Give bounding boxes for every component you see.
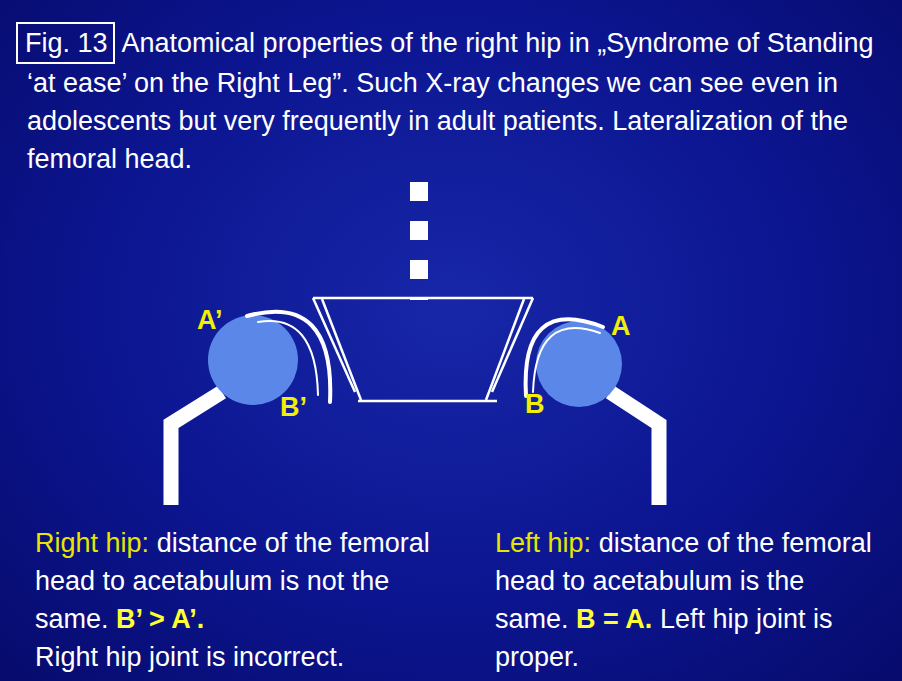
figure-heading: Fig. 13Anatomical properties of the righ… — [27, 22, 893, 178]
point-label: B’ — [280, 392, 307, 422]
description-part: Left hip: — [495, 528, 591, 558]
description-part: Right hip: — [35, 528, 149, 558]
femur — [171, 392, 659, 505]
description-part: B = A. — [576, 604, 652, 634]
description-part: Right hip joint is incorrect. — [35, 638, 437, 676]
title: Anatomical properties of the right hip i… — [27, 28, 873, 174]
midline — [410, 182, 428, 300]
description-text: Right hip:distance of the femoral head t… — [35, 524, 445, 676]
acetabulum — [247, 312, 603, 402]
figure-number-box: Fig. 13 — [16, 22, 115, 64]
figure-number: Fig. 13 — [25, 28, 108, 58]
point-label: A — [611, 311, 631, 341]
point-label: A’ — [197, 305, 223, 335]
point-label: B — [525, 389, 545, 419]
femoral-head — [536, 321, 622, 407]
description-text: Left hip:distance of the femoral head to… — [495, 524, 893, 676]
description-part: B’ > A’. — [116, 604, 204, 634]
pelvis-outline — [313, 298, 533, 401]
